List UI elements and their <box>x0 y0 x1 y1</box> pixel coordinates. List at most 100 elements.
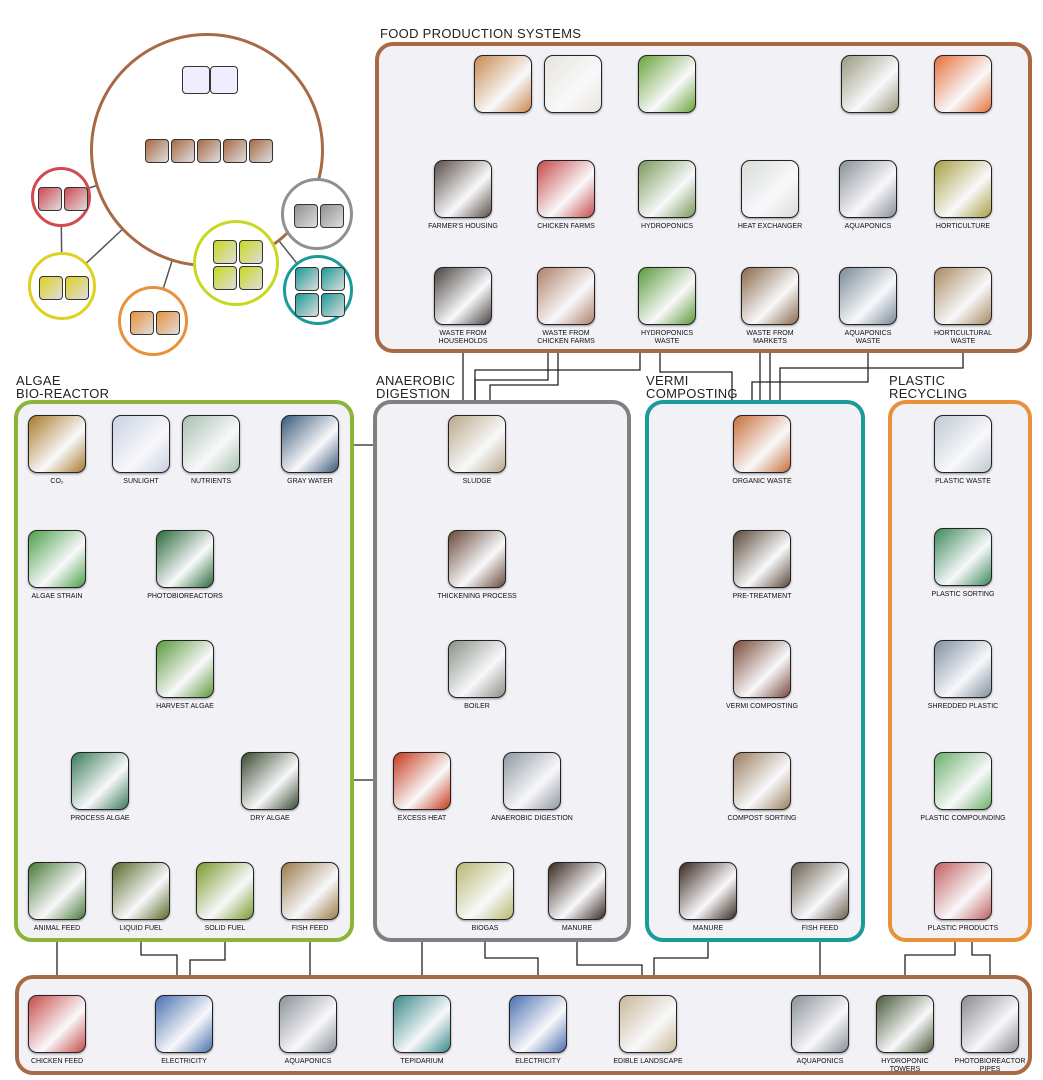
flow-arrow <box>140 932 177 993</box>
overview-circle-housing <box>28 252 96 320</box>
node-dry-algae: DRY ALGAE <box>241 752 299 823</box>
overview-thumbnail <box>130 311 154 335</box>
node-aquaponics: AQUAPONICS <box>839 160 897 231</box>
node-image <box>112 862 170 920</box>
node-label: PLASTIC PRODUCTS <box>927 925 999 932</box>
flow-arrow <box>490 345 559 413</box>
node-image <box>503 752 561 810</box>
node-label: HYDROPONICS WASTE <box>640 330 694 345</box>
node-image <box>934 528 992 586</box>
node-image <box>876 995 934 1053</box>
node-image <box>934 752 992 810</box>
node-out-hydro-towers: HYDROPONIC TOWERS <box>876 995 934 1074</box>
node-waste-markets: WASTE FROM MARKETS <box>741 267 799 346</box>
overview-circle-waste <box>118 286 188 356</box>
node-process-algae: PROCESS ALGAE <box>70 752 130 823</box>
node-sunlight: SUNLIGHT <box>112 415 170 486</box>
node-label: THICKENING PROCESS <box>437 593 517 600</box>
node-eggs <box>474 55 532 113</box>
node-label: SUNLIGHT <box>123 478 159 485</box>
flow-arrow <box>659 345 732 413</box>
overview-thumbnail <box>295 267 319 291</box>
node-image <box>791 862 849 920</box>
node-image <box>679 862 737 920</box>
flow-arrow <box>752 345 869 413</box>
node-label: AQUAPONICS <box>284 1058 332 1065</box>
node-hydroponics: HYDROPONICS <box>638 160 696 231</box>
node-photobioreactors: PHOTOBIOREACTORS <box>147 530 223 601</box>
node-image <box>434 160 492 218</box>
node-image <box>156 640 214 698</box>
node-out-aquaponics1: AQUAPONICS <box>279 995 337 1066</box>
node-image <box>281 415 339 473</box>
node-label: ALGAE STRAIN <box>31 593 83 600</box>
node-label: ELECTRICITY <box>515 1058 561 1065</box>
node-label: VERMI COMPOSTING <box>726 703 798 710</box>
node-label: ELECTRICITY <box>161 1058 207 1065</box>
node-gray-water: GRAY WATER <box>281 415 339 486</box>
node-compost-sorting: COMPOST SORTING <box>728 752 796 823</box>
node-horticulture: HORTICULTURE <box>934 160 992 231</box>
node-manure-vc: MANURE <box>679 862 737 933</box>
node-label: NUTRIENTS <box>190 478 232 485</box>
node-label: HYDROPONICS <box>640 223 694 230</box>
node-lettuce <box>638 55 696 113</box>
node-label: BIOGAS <box>471 925 499 932</box>
node-label: FISH FEED <box>801 925 839 932</box>
node-organic-waste: ORGANIC WASTE <box>732 415 792 486</box>
node-image <box>961 995 1019 1053</box>
flow-arrow <box>780 345 964 413</box>
node-label: CO₂ <box>50 478 64 485</box>
overview-thumbnail <box>321 267 345 291</box>
node-image <box>71 752 129 810</box>
node-waste-households: WASTE FROM HOUSEHOLDS <box>434 267 492 346</box>
node-heat-exchanger: HEAT EXCHANGER <box>738 160 802 231</box>
node-label: ANIMAL FEED <box>33 925 81 932</box>
overview-thumbnail <box>295 293 319 317</box>
node-image <box>28 995 86 1053</box>
title-vermi: VERMI COMPOSTING <box>646 373 738 401</box>
node-image <box>537 267 595 325</box>
node-orange <box>934 55 992 113</box>
node-animal-feed: ANIMAL FEED <box>28 862 86 933</box>
overview-thumbnail <box>239 266 263 290</box>
node-fish-feed-vc: FISH FEED <box>791 862 849 933</box>
node-aqua-waste: AQUAPONICS WASTE <box>839 267 897 346</box>
node-image <box>434 267 492 325</box>
overview-circle-compost <box>283 255 353 325</box>
node-fish <box>841 55 899 113</box>
node-out-tepidarium: TEPIDARIUM <box>393 995 451 1066</box>
node-image <box>733 640 791 698</box>
node-image <box>934 862 992 920</box>
overview-thumbnail <box>210 66 238 94</box>
node-image <box>537 160 595 218</box>
node-image <box>448 415 506 473</box>
node-chicken-farms: CHICKEN FARMS <box>537 160 595 231</box>
node-label: EXCESS HEAT <box>397 815 447 822</box>
overview-circle-algae <box>193 220 279 306</box>
overview-thumbnail <box>38 187 62 211</box>
overview-thumbnail <box>171 139 195 163</box>
node-image <box>279 995 337 1053</box>
node-fish-feed-algae: FISH FEED <box>281 862 339 933</box>
node-image <box>934 640 992 698</box>
node-label: COMPOST SORTING <box>727 815 797 822</box>
node-nutrients: NUTRIENTS <box>182 415 240 486</box>
node-plastic-waste: PLASTIC WASTE <box>934 415 992 486</box>
node-image <box>934 55 992 113</box>
node-image <box>733 530 791 588</box>
node-image <box>619 995 677 1053</box>
node-label: WASTE FROM MARKETS <box>746 330 794 345</box>
node-label: BOILER <box>464 703 490 710</box>
node-image <box>448 640 506 698</box>
title-plastic: PLASTIC RECYCLING <box>889 373 968 401</box>
node-label: EDIBLE LANDSCAPE <box>613 1058 683 1065</box>
overview-thumbnail <box>213 266 237 290</box>
node-hydro-waste: HYDROPONICS WASTE <box>638 267 696 346</box>
node-image <box>281 862 339 920</box>
node-image <box>182 415 240 473</box>
node-label: LIQUID FUEL <box>119 925 163 932</box>
node-label: HYDROPONIC TOWERS <box>881 1058 929 1073</box>
overview-thumbnail <box>213 240 237 264</box>
title-anaerobic: ANAEROBIC DIGESTION <box>376 373 456 401</box>
